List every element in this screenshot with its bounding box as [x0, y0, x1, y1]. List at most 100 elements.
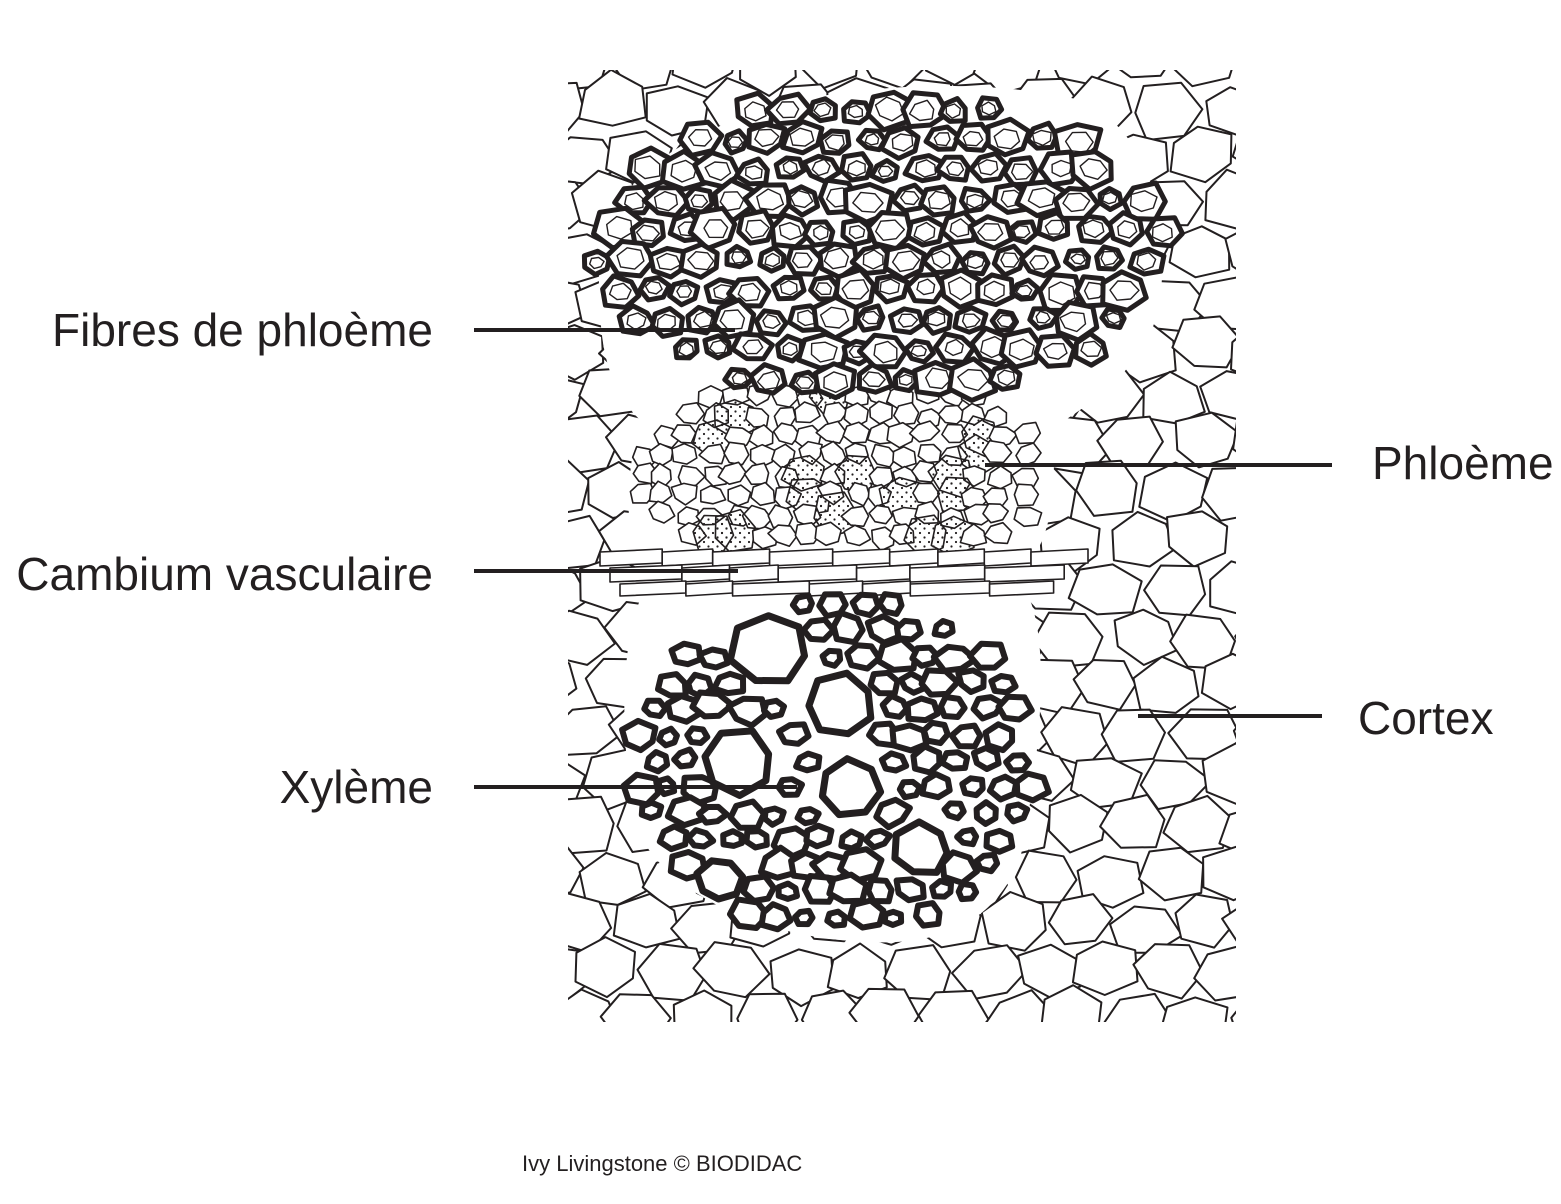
xylem-cell: [695, 803, 730, 826]
phloem-fibre-cell: [600, 273, 642, 310]
cortex-cell: [1103, 992, 1173, 1022]
phloem-fibre-lumen: [823, 371, 849, 393]
cortex-cell: [1137, 846, 1205, 902]
phloem-fibre-lumen: [608, 282, 632, 301]
cortex-cell: [1230, 337, 1236, 373]
phloem-fibre-lumen: [1029, 255, 1049, 270]
cambium-cell: [619, 580, 687, 597]
cortex-cell: [1054, 70, 1110, 86]
phloem-fibre-lumen: [945, 103, 962, 119]
cortex-cell: [1231, 142, 1236, 160]
phloem-fibre-lumen: [589, 256, 605, 270]
xylem-cell: [696, 646, 731, 671]
xylem-cell: [939, 749, 971, 772]
phloem-fibre-cell: [873, 273, 910, 305]
cortex-cell: [1118, 70, 1166, 79]
phloem-fibre-lumen: [864, 133, 880, 146]
phloem-fibre-cell: [678, 241, 720, 280]
cortex-cell: [1096, 415, 1164, 468]
phloem-fibre-lumen: [879, 278, 900, 295]
cortex-cell: [568, 892, 613, 954]
cortex-cell: [1205, 86, 1236, 136]
phloem-fibre-cell: [952, 305, 989, 335]
xylem-cell: [656, 823, 690, 853]
cortex-cell: [1072, 659, 1137, 711]
phloem-fibre-lumen: [813, 102, 832, 118]
phloem-cell: [723, 441, 750, 466]
phloem-cell: [868, 504, 893, 525]
phloem-fibre-lumen: [1035, 310, 1051, 324]
xylem-cell: [881, 908, 905, 928]
phloem-cell: [750, 481, 776, 507]
phloem-cell: [982, 503, 1009, 524]
cortex-cell: [801, 70, 858, 90]
phloem-cell: [941, 423, 969, 444]
cortex-cell: [1230, 1010, 1236, 1022]
xylem-cell: [638, 799, 665, 821]
cortex-cell: [980, 891, 1047, 952]
phloem-fibre-lumen: [690, 194, 709, 208]
cambium-cell: [661, 548, 714, 567]
xylem-cell: [685, 827, 717, 850]
cortex-cell: [1232, 726, 1236, 740]
xylem-cell: [983, 827, 1016, 855]
phloem-fibre-cell: [722, 128, 750, 156]
xylem-cell: [862, 827, 893, 851]
xylem-cell: [727, 798, 767, 831]
phloem-fibre-cell: [923, 124, 961, 152]
phloem-cells: [629, 371, 1043, 559]
phloem-fibre-lumen: [1129, 190, 1158, 213]
cortex-cell: [1169, 125, 1233, 184]
phloem-fibre-lumen: [616, 247, 645, 270]
phloem-fibre-lumen: [775, 101, 800, 119]
phloem-fibre-lumen: [1011, 163, 1034, 181]
phloem-fibre-lumen: [993, 128, 1021, 150]
phloem-fibre-cell: [641, 185, 692, 219]
phloem-fibre-cell: [967, 214, 1014, 251]
phloem-fibre-cell: [785, 184, 821, 218]
phloem-companion-cell: [714, 508, 756, 553]
phloem-fibre-lumen: [1031, 129, 1052, 146]
phloem-fibre-lumen: [966, 193, 984, 209]
phloem-fibre-cell: [801, 153, 842, 184]
cambium-cell: [685, 580, 734, 597]
xylem-cell: [824, 908, 848, 929]
phloem-fibre-lumen: [891, 133, 914, 152]
cambium-cell: [609, 564, 683, 583]
phloem-fibre-lumen: [789, 127, 815, 147]
phloem-fibre-cell: [1099, 306, 1127, 330]
phloem-fibre-lumen: [742, 339, 764, 355]
xylem-cell: [955, 667, 987, 695]
phloem-fibre-lumen: [764, 252, 780, 268]
cambium-cell: [855, 564, 911, 583]
phloem-fibre-lumen: [810, 341, 838, 363]
phloem-fibre-lumen: [898, 373, 913, 386]
phloem-fibre-lumen: [997, 369, 1016, 387]
phloem-cell: [648, 442, 674, 467]
xylem-cell: [867, 669, 901, 697]
phloem-fibre-cell: [1033, 333, 1077, 369]
xylem-cell: [875, 636, 919, 673]
cortex-cell: [1014, 849, 1078, 904]
xylem-cell: [720, 828, 745, 849]
cortex-cell: [1099, 793, 1166, 849]
phloem-fibre-lumen: [916, 278, 936, 296]
cortex-cell: [951, 944, 1029, 1001]
cortex-cell: [1173, 70, 1233, 88]
phloem-fibre-lumen: [1044, 219, 1065, 235]
phloem-fibre-lumen: [846, 160, 866, 177]
xylem-cell: [966, 640, 1009, 671]
phloem-cell: [893, 401, 920, 426]
phloem-fibre-lumen: [873, 340, 898, 364]
xylem-cell: [865, 876, 895, 905]
phloem-fibre-cell: [724, 243, 754, 270]
phloem-cell: [843, 524, 872, 547]
phloem-fibre-lumen: [1109, 280, 1140, 301]
cambium-cell: [777, 564, 858, 583]
xylem-cell: [973, 851, 1001, 875]
cortex-cell: [1218, 811, 1236, 852]
xylem-cell: [878, 750, 910, 774]
xylem-cell: [919, 771, 953, 801]
cambium-cell: [983, 564, 1065, 583]
phloem-fibre-cell: [947, 356, 998, 403]
